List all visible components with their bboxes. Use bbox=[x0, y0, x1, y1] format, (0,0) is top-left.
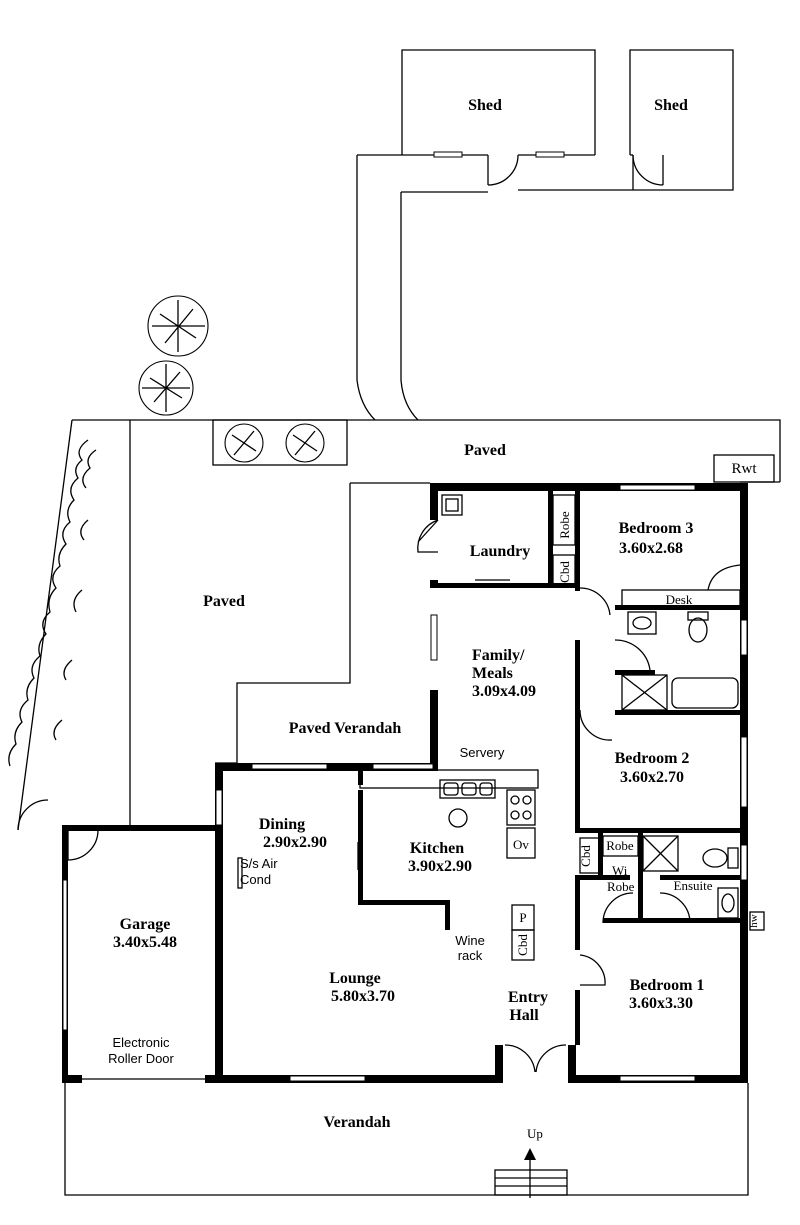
shed-right-label: Shed bbox=[654, 97, 688, 114]
hw-label: hw bbox=[748, 914, 760, 928]
kitchen-name: Kitchen bbox=[410, 840, 464, 857]
robe-bed1-label: Robe bbox=[606, 838, 634, 853]
desk-label: Desk bbox=[666, 592, 693, 607]
fixtures bbox=[237, 494, 765, 961]
shed-left bbox=[401, 49, 596, 186]
verandah bbox=[64, 1083, 749, 1198]
rainwater-tank bbox=[713, 454, 775, 483]
doors bbox=[17, 519, 691, 1073]
cbd-kitchen-label: Cbd bbox=[515, 934, 530, 956]
bedroom2-size: 3.60x2.70 bbox=[620, 769, 684, 786]
shed-left-label: Shed bbox=[468, 97, 502, 114]
entry-line1: Entry bbox=[508, 989, 548, 1006]
roller-door-line1: Electronic bbox=[112, 1035, 170, 1050]
wi-robe-line1: Wi bbox=[612, 863, 628, 878]
dining-size: 2.90x2.90 bbox=[263, 834, 327, 851]
ensuite-label: Ensuite bbox=[674, 878, 713, 893]
wine-rack-line2: rack bbox=[458, 948, 483, 963]
cbd-bed-label: Cbd bbox=[578, 845, 593, 867]
bedroom3-size: 3.60x2.68 bbox=[619, 540, 683, 557]
robe-laundry-label: Robe bbox=[557, 511, 572, 539]
verandah-label: Verandah bbox=[324, 1114, 391, 1131]
rwt-label: Rwt bbox=[731, 461, 757, 477]
dining-name: Dining bbox=[259, 816, 305, 833]
bedroom1-size: 3.60x3.30 bbox=[629, 995, 693, 1012]
paved-top-label: Paved bbox=[464, 442, 506, 459]
garage-name: Garage bbox=[120, 916, 171, 933]
hedge bbox=[8, 439, 97, 767]
lounge-name: Lounge bbox=[329, 970, 381, 987]
bedroom3-name: Bedroom 3 bbox=[619, 520, 694, 537]
air-cond-line1: S/s Air bbox=[240, 856, 278, 871]
lounge-size: 5.80x3.70 bbox=[331, 988, 395, 1005]
cbd-laundry-label: Cbd bbox=[557, 561, 572, 583]
tree-icon bbox=[138, 295, 209, 416]
pantry-label: P bbox=[519, 910, 526, 925]
family-name1: Family/ bbox=[472, 647, 525, 664]
paved-left-label: Paved bbox=[203, 593, 245, 610]
bedroom2-name: Bedroom 2 bbox=[615, 750, 690, 767]
shed-right bbox=[629, 49, 734, 191]
wi-robe-line2: Robe bbox=[607, 879, 635, 894]
entry-line2: Hall bbox=[509, 1007, 539, 1024]
family-name2: Meals bbox=[472, 665, 513, 682]
wine-rack-line1: Wine bbox=[455, 933, 485, 948]
bedroom1-name: Bedroom 1 bbox=[630, 977, 705, 994]
garden-path bbox=[356, 154, 663, 421]
laundry-label: Laundry bbox=[470, 543, 530, 560]
roller-door-line2: Roller Door bbox=[108, 1051, 174, 1066]
windows bbox=[62, 484, 748, 1082]
air-cond-line2: Cond bbox=[240, 872, 271, 887]
garage-size: 3.40x5.48 bbox=[113, 934, 177, 951]
up-label: Up bbox=[527, 1126, 543, 1141]
paved-verandah-label: Paved Verandah bbox=[289, 720, 402, 737]
servery-label: Servery bbox=[460, 745, 505, 760]
kitchen-size: 3.90x2.90 bbox=[408, 858, 472, 875]
oven-label: Ov bbox=[513, 837, 529, 852]
planter-tree-icon bbox=[224, 423, 325, 463]
family-size: 3.09x4.09 bbox=[472, 683, 536, 700]
